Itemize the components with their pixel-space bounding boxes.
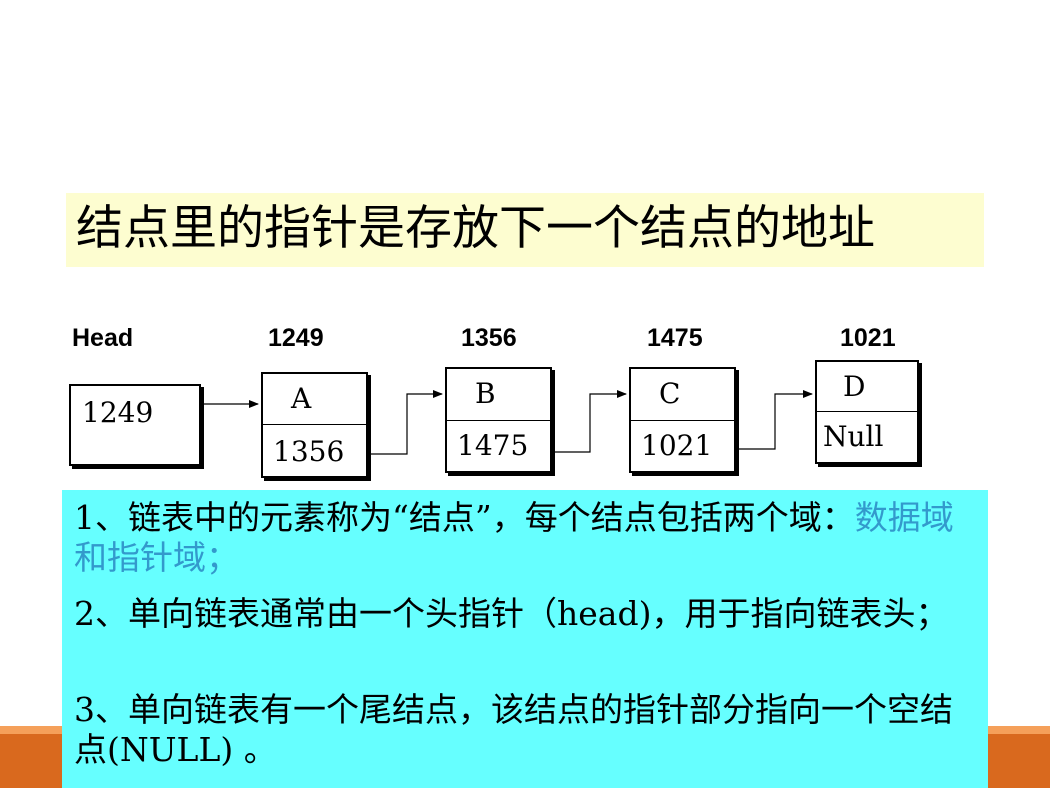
note-1-highlight: 数据域和指针域； xyxy=(74,498,954,577)
label-addr-a: 1249 xyxy=(268,324,324,352)
node-c-pointer: 1021 xyxy=(641,429,713,462)
node-a-pointer: 1356 xyxy=(273,435,345,468)
head-node: 1249 xyxy=(69,384,201,466)
node-b-pointer: 1475 xyxy=(457,429,529,462)
arrow-a-to-b xyxy=(367,390,443,455)
node-c-divider xyxy=(631,420,734,421)
head-pointer-value: 1249 xyxy=(82,396,154,429)
node-d-data: D xyxy=(843,370,866,403)
title-box: 结点里的指针是存放下一个结点的地址 xyxy=(66,193,984,267)
notes-box: 1、链表中的元素称为“结点”，每个结点包括两个域：数据域和指针域； 2、单向链表… xyxy=(62,490,988,788)
node-c-data: C xyxy=(659,377,681,410)
label-addr-c: 1475 xyxy=(647,324,703,352)
node-b-data: B xyxy=(475,377,496,410)
node-b: B 1475 xyxy=(445,367,552,473)
label-addr-b: 1356 xyxy=(461,324,517,352)
note-1: 1、链表中的元素称为“结点”，每个结点包括两个域：数据域和指针域； xyxy=(74,498,974,578)
label-addr-d: 1021 xyxy=(840,324,896,352)
arrow-b-to-c xyxy=(551,390,627,453)
node-a-data: A xyxy=(291,382,312,415)
note-1-text: 1、链表中的元素称为“结点”，每个结点包括两个域： xyxy=(74,498,855,537)
node-d-divider xyxy=(817,411,917,412)
node-d-pointer: Null xyxy=(823,420,884,453)
node-c: C 1021 xyxy=(629,367,736,473)
slide-title: 结点里的指针是存放下一个结点的地址 xyxy=(76,201,875,256)
node-a: A 1356 xyxy=(261,372,368,478)
note-2: 2、单向链表通常由一个头指针（head)，用于指向链表头； xyxy=(74,594,949,633)
node-b-divider xyxy=(447,420,550,421)
arrow-c-to-d xyxy=(735,390,813,450)
node-a-divider xyxy=(263,424,366,425)
node-d: D Null xyxy=(815,360,919,464)
note-3: 3、单向链表有一个尾结点，该结点的指针部分指向一个空结点(NULL) 。 xyxy=(74,690,953,769)
label-head: Head xyxy=(72,324,134,352)
